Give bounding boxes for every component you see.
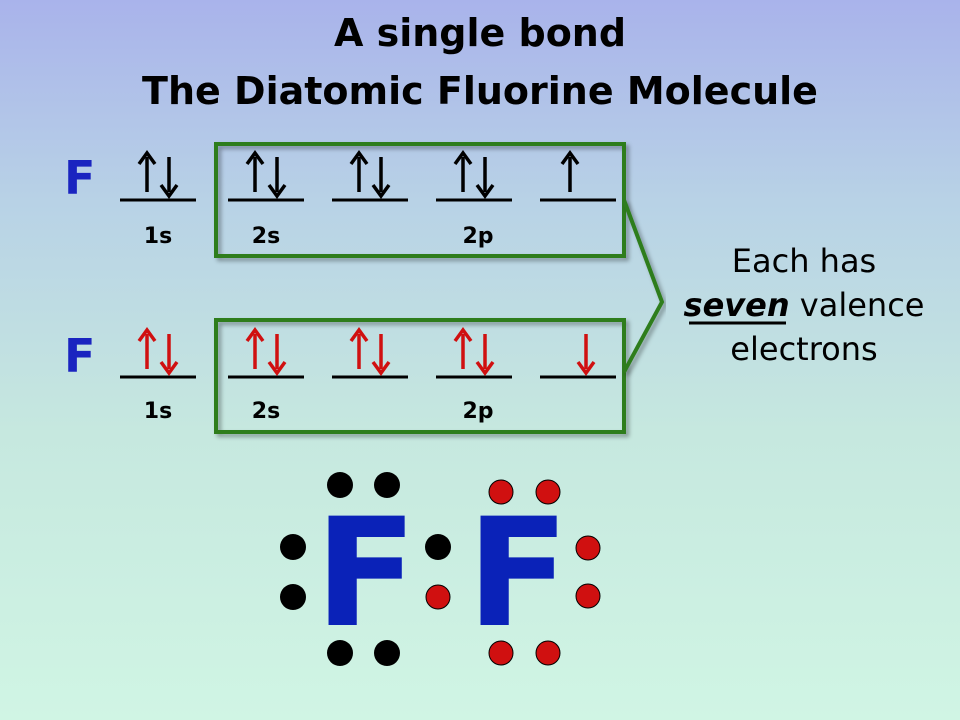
- electron-dot-red: [535, 640, 561, 666]
- title-line-1: A single bond: [333, 11, 627, 55]
- orbital-label-2s-bottom: 2s: [252, 399, 280, 424]
- electron-dot-black: [374, 472, 400, 498]
- atom-bottom-symbol: F: [64, 329, 95, 383]
- electron-dot-red: [535, 479, 561, 505]
- spin-down-arrow: [267, 334, 287, 376]
- note-line-3: electrons: [730, 330, 877, 368]
- orbital-label-1s-top: 1s: [144, 224, 172, 249]
- electron-dot-black: [327, 472, 353, 498]
- orbital-row-bottom: [120, 327, 616, 379]
- spin-down-arrow: [371, 334, 391, 376]
- orbital-label-2s-top: 2s: [252, 224, 280, 249]
- electron-dot-red: [488, 479, 514, 505]
- title-line-2: The Diatomic Fluorine Molecule: [142, 69, 818, 113]
- lewis-structure: F F: [280, 472, 601, 666]
- lewis-right-symbol: F: [467, 487, 569, 661]
- bracket-connector: [622, 199, 665, 373]
- orbital-label-2p-bottom: 2p: [462, 399, 493, 424]
- electron-dot-black: [280, 534, 306, 560]
- spin-down-arrow: [475, 334, 495, 376]
- orbital-label-2p-top: 2p: [462, 224, 493, 249]
- note-line-1: Each has: [732, 242, 876, 280]
- electron-dot-red: [575, 583, 601, 609]
- atom-top: F 1s 2s 2p: [64, 142, 626, 258]
- electron-dot-red: [575, 535, 601, 561]
- spin-up-arrow: [560, 150, 580, 192]
- note-line-2: seven valence: [684, 286, 925, 324]
- spin-up-arrow: [137, 327, 157, 369]
- spin-up-arrow: [453, 327, 473, 369]
- lewis-dots: [280, 472, 601, 666]
- spin-up-arrow: [453, 150, 473, 192]
- spin-down-arrow: [475, 157, 495, 199]
- spin-down-arrow: [267, 157, 287, 199]
- spin-down-arrow: [159, 334, 179, 376]
- atom-top-symbol: F: [64, 151, 95, 205]
- spin-up-arrow: [245, 150, 265, 192]
- spin-up-arrow: [349, 327, 369, 369]
- electron-dot-black: [327, 640, 353, 666]
- electron-dot-black: [374, 640, 400, 666]
- electron-dot-red: [425, 584, 451, 610]
- valence-note: Each has seven valence electrons: [684, 242, 925, 368]
- note-line-2-rest: valence: [790, 286, 925, 324]
- lewis-left-symbol: F: [315, 487, 417, 661]
- orbital-label-1s-bottom: 1s: [144, 399, 172, 424]
- spin-up-arrow: [137, 150, 157, 192]
- orbital-row-top: [120, 150, 616, 202]
- spin-up-arrow: [349, 150, 369, 192]
- electron-dot-black: [280, 584, 306, 610]
- electron-dot-red: [488, 640, 514, 666]
- spin-down-arrow: [159, 157, 179, 199]
- note-emphasis: seven: [684, 286, 790, 324]
- spin-up-arrow: [245, 327, 265, 369]
- spin-down-arrow: [371, 157, 391, 199]
- electron-dot-black: [425, 534, 451, 560]
- valence-box-bottom: [214, 318, 626, 434]
- spin-down-arrow: [576, 334, 596, 376]
- atom-bottom: F 1s 2s 2p: [64, 318, 626, 434]
